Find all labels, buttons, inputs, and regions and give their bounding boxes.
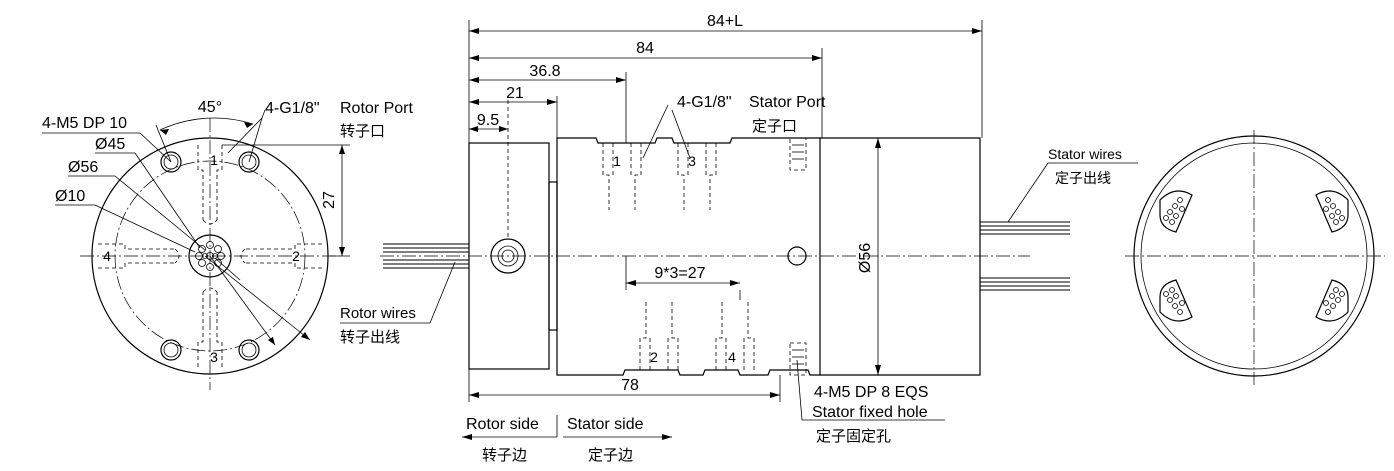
- rear-view: [1125, 130, 1385, 385]
- d10-label: Ø10: [55, 188, 85, 205]
- stator-hole-cn: 定子固定孔: [816, 428, 891, 445]
- front-port-2: 2: [292, 248, 300, 264]
- side-port-3: 3: [688, 153, 696, 169]
- pitch-circle: [114, 160, 306, 352]
- dia-56: Ø56: [857, 243, 874, 273]
- stator-fixed-holes: [787, 137, 807, 376]
- rotor-wires-en: Rotor wires: [340, 305, 416, 322]
- rotor-port-hidden: [98, 145, 322, 367]
- spacing-label: 9*3=27: [654, 265, 705, 282]
- side-port-2: 2: [650, 349, 658, 365]
- d56-label: Ø56: [68, 159, 98, 176]
- side-view: 1 3 2 4: [340, 13, 1138, 464]
- front-view: 1 2 3 4 45° 4-M5 DP 10 Ø45 Ø56 Ø10 4-: [42, 99, 413, 390]
- stator-ports-top: [602, 143, 717, 210]
- dim-78: 78: [621, 377, 639, 394]
- front-port-1: 1: [210, 152, 218, 168]
- rear-wire-slots: [1159, 190, 1349, 322]
- outer-circle: [91, 137, 329, 375]
- dim-9-5: 9.5: [477, 112, 499, 129]
- front-port-3: 3: [210, 349, 218, 365]
- rotor-port-cn: 转子口: [340, 123, 385, 140]
- rotor-wires: [383, 243, 469, 269]
- side-port-4: 4: [728, 349, 736, 365]
- m5-holes: [160, 151, 260, 361]
- dim-84: 84: [636, 40, 654, 57]
- stator-port-cn: 定子口: [752, 118, 797, 135]
- rotor-port-code: 4-G1/8": [265, 100, 320, 117]
- m5-dp10-label: 4-M5 DP 10: [42, 115, 127, 132]
- stator-port-code: 4-G1/8": [677, 94, 732, 111]
- stator-hole-en: Stator fixed hole: [812, 404, 928, 421]
- stator-side-en: Stator side: [567, 416, 644, 433]
- dim-84L: 84+L: [707, 13, 743, 30]
- side-port-1: 1: [613, 153, 621, 169]
- rear-outer-circle: [1133, 135, 1375, 377]
- dim-21: 21: [506, 85, 524, 102]
- rotor-wires-cn: 转子出线: [340, 329, 400, 346]
- stator-wires-en: Stator wires: [1048, 146, 1122, 162]
- stator-body: [556, 137, 981, 376]
- d45-label: Ø45: [95, 136, 125, 153]
- rotor-side-en: Rotor side: [466, 416, 539, 433]
- core-circle: [188, 234, 232, 278]
- stator-wires-cn: 定子出线: [1055, 170, 1111, 186]
- stator-wires: [980, 221, 1070, 291]
- stator-ports-bottom: [639, 300, 755, 370]
- stator-port-en: Stator Port: [749, 94, 826, 111]
- front-port-4: 4: [103, 248, 111, 264]
- angle-45-label: 45°: [198, 99, 222, 116]
- rotor-port-en: Rotor Port: [340, 100, 413, 117]
- dim-36-8: 36.8: [529, 63, 560, 80]
- m5-eqs-label: 4-M5 DP 8 EQS: [814, 384, 928, 401]
- dim-27: 27: [321, 191, 338, 209]
- stator-side-cn: 定子边: [588, 447, 633, 464]
- rotor-side-cn: 转子边: [482, 447, 527, 464]
